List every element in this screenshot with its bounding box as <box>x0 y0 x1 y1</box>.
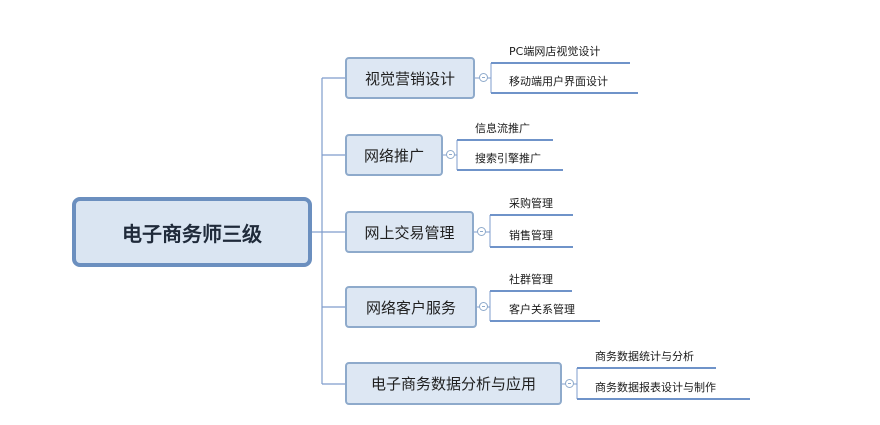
branch-node-network-promotion[interactable]: 网络推广 <box>345 134 443 176</box>
collapse-toggle-icon[interactable] <box>446 150 455 159</box>
branch-node-online-trade[interactable]: 网上交易管理 <box>345 211 474 253</box>
branch-node-customer-service[interactable]: 网络客户服务 <box>345 286 477 328</box>
leaf-node[interactable]: 搜索引擎推广 <box>475 152 541 165</box>
leaf-node[interactable]: 信息流推广 <box>475 122 530 135</box>
collapse-toggle-icon[interactable] <box>479 302 488 311</box>
leaf-node[interactable]: 采购管理 <box>509 197 553 210</box>
leaf-node[interactable]: 移动端用户界面设计 <box>509 75 608 88</box>
branch-label: 网上交易管理 <box>364 223 455 242</box>
root-node[interactable]: 电子商务师三级 <box>72 197 312 267</box>
leaf-node[interactable]: 商务数据统计与分析 <box>595 350 694 363</box>
branch-label: 网络推广 <box>363 146 424 165</box>
leaf-node[interactable]: 商务数据报表设计与制作 <box>595 381 716 394</box>
leaf-node[interactable]: PC端网店视觉设计 <box>509 45 601 58</box>
leaf-node[interactable]: 客户关系管理 <box>509 303 575 316</box>
leaf-node[interactable]: 销售管理 <box>509 229 553 242</box>
branch-label: 网络客户服务 <box>365 298 456 317</box>
branch-label: 视觉营销设计 <box>364 69 455 88</box>
collapse-toggle-icon[interactable] <box>477 227 486 236</box>
branch-label: 电子商务数据分析与应用 <box>370 375 536 393</box>
collapse-toggle-icon[interactable] <box>479 73 488 82</box>
branch-node-data-analysis[interactable]: 电子商务数据分析与应用 <box>345 362 562 405</box>
leaf-node[interactable]: 社群管理 <box>509 273 553 286</box>
root-label: 电子商务师三级 <box>122 221 262 246</box>
branch-node-visual-marketing[interactable]: 视觉营销设计 <box>345 57 475 99</box>
collapse-toggle-icon[interactable] <box>565 379 574 388</box>
